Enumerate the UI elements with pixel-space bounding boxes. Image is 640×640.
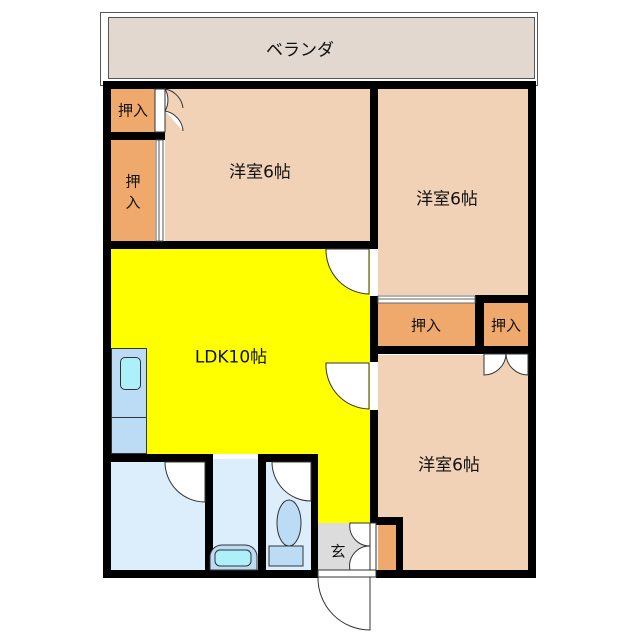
wall-middle-vertical-bottom xyxy=(370,410,378,520)
closet-2-label-line1: 押 xyxy=(125,172,141,191)
bathroom-door-icon xyxy=(164,461,206,503)
closet-4 xyxy=(484,303,528,346)
bedroom-top-right-label: 洋室6帖 xyxy=(416,189,478,210)
kitchen-divider xyxy=(111,417,147,418)
closet3-sliding-door-icon xyxy=(377,295,476,304)
toilet-bowl-icon xyxy=(276,499,302,547)
wall-middle-vertical-mid xyxy=(370,296,378,362)
toilet-tank-icon xyxy=(268,545,304,567)
closet-2-label-line2: 入 xyxy=(125,193,141,212)
wall-toilet-right xyxy=(311,454,318,574)
ldk-label: LDK10帖 xyxy=(194,347,268,368)
closet-3 xyxy=(378,303,475,346)
outer-wall-right xyxy=(528,81,536,578)
veranda xyxy=(108,17,535,79)
bedroom-bottom-right xyxy=(378,355,528,570)
wall-bath-right xyxy=(205,454,213,574)
wall-closet5-top xyxy=(370,517,403,525)
closet4-door-icon xyxy=(483,353,529,376)
ldk-lower xyxy=(318,450,370,523)
closet1-door-icon xyxy=(154,87,184,133)
wall-closet5-right xyxy=(396,517,403,572)
closet-1-label: 押入 xyxy=(117,101,149,120)
outer-wall-bottom-left xyxy=(103,570,318,578)
closet-2 xyxy=(110,140,155,241)
wall-middle-vertical-top xyxy=(370,81,378,249)
wall-closet3-bottom xyxy=(370,346,536,354)
entrance-label: 玄 xyxy=(330,542,346,561)
outer-wall-top xyxy=(103,81,536,89)
wall-closet3-top xyxy=(475,295,536,303)
ldk xyxy=(110,249,370,454)
entrance-inner-door-icon xyxy=(349,522,377,571)
closet-1 xyxy=(110,88,155,132)
bedroom-top-right xyxy=(378,88,528,295)
outer-wall-bottom-right xyxy=(376,570,536,578)
ldk-door-top-icon xyxy=(325,248,370,295)
washbasin-bowl-icon xyxy=(214,549,252,567)
ldk-door-mid-icon xyxy=(325,362,370,410)
bedroom-bottom-right-label: 洋室6帖 xyxy=(418,455,480,476)
veranda-label: ベランダ xyxy=(266,40,334,61)
closet2-sliding-door-icon xyxy=(155,139,164,242)
front-door-icon xyxy=(317,569,377,631)
wall-bedroom-tl-bottom xyxy=(103,241,378,249)
wall-toilet-top xyxy=(258,454,318,462)
closet-5 xyxy=(378,525,396,570)
sink-icon xyxy=(120,357,141,390)
bedroom-top-left xyxy=(165,88,370,242)
outer-wall-left xyxy=(103,81,111,578)
wall-closet1-bottom xyxy=(103,132,165,140)
closet-3-label: 押入 xyxy=(410,316,442,335)
wall-closet34-divider xyxy=(475,295,484,350)
wall-bath-top xyxy=(103,454,213,462)
bedroom-top-left-label: 洋室6帖 xyxy=(229,162,291,183)
wall-toilet-left xyxy=(258,454,266,574)
closet-4-label: 押入 xyxy=(490,316,522,335)
toilet-door-icon xyxy=(271,461,312,502)
